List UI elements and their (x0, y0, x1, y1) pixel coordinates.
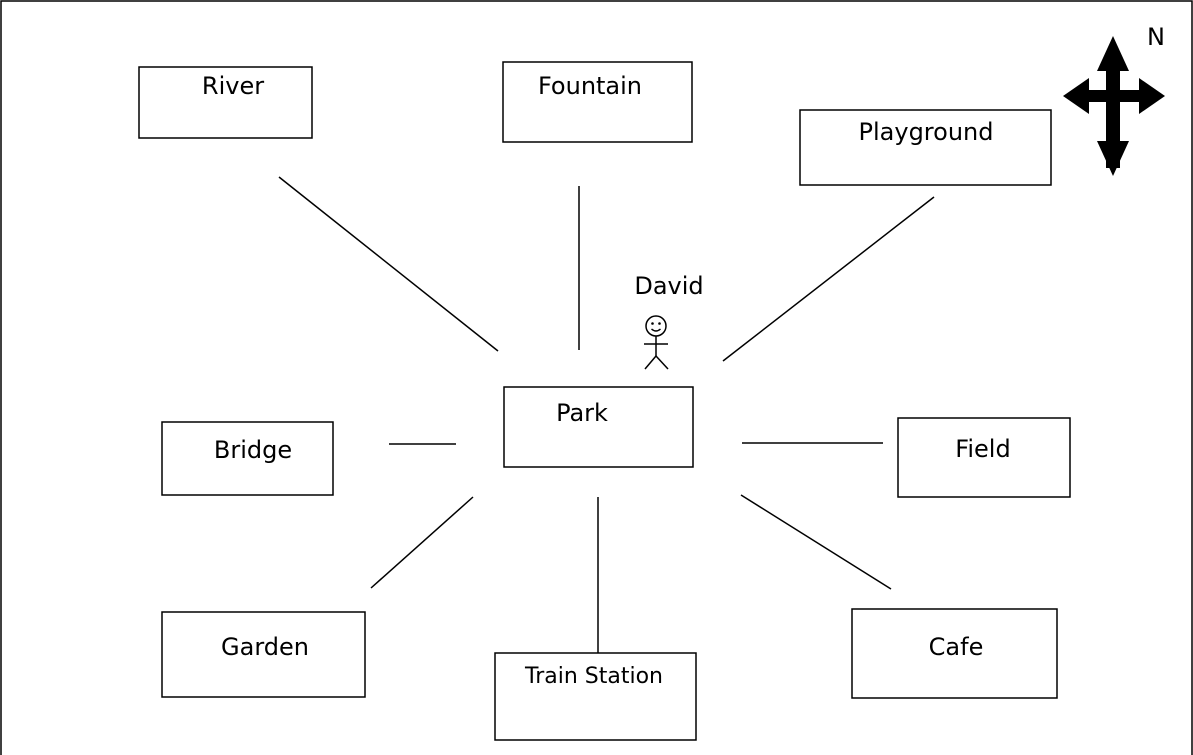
place-river: River (138, 66, 313, 139)
connector-playground (722, 196, 935, 362)
place-bridge-label: Bridge (214, 436, 292, 464)
place-playground-label: Playground (859, 118, 994, 146)
place-river-label: River (202, 72, 264, 100)
place-bridge: Bridge (161, 421, 334, 496)
place-train-station: Train Station (494, 652, 697, 741)
place-cafe-label: Cafe (929, 633, 984, 661)
connector-river (278, 176, 499, 352)
place-garden-label: Garden (221, 633, 309, 661)
place-field-label: Field (955, 435, 1010, 463)
connector-cafe (740, 494, 892, 590)
place-playground: Playground (799, 109, 1052, 186)
place-fountain: Fountain (502, 61, 693, 143)
compass-arrows-icon (1063, 36, 1165, 176)
place-garden: Garden (161, 611, 366, 698)
person-name-label: David (634, 272, 703, 300)
place-field: Field (897, 417, 1071, 498)
place-train-station-label: Train Station (524, 664, 663, 689)
place-fountain-label: Fountain (538, 72, 642, 100)
connector-garden (370, 496, 474, 589)
place-cafe: Cafe (851, 608, 1058, 699)
place-park: Park (503, 386, 694, 468)
place-park-label: Park (556, 399, 608, 427)
compass-north-label: N (1147, 23, 1165, 51)
stick-figure-icon (644, 315, 669, 370)
